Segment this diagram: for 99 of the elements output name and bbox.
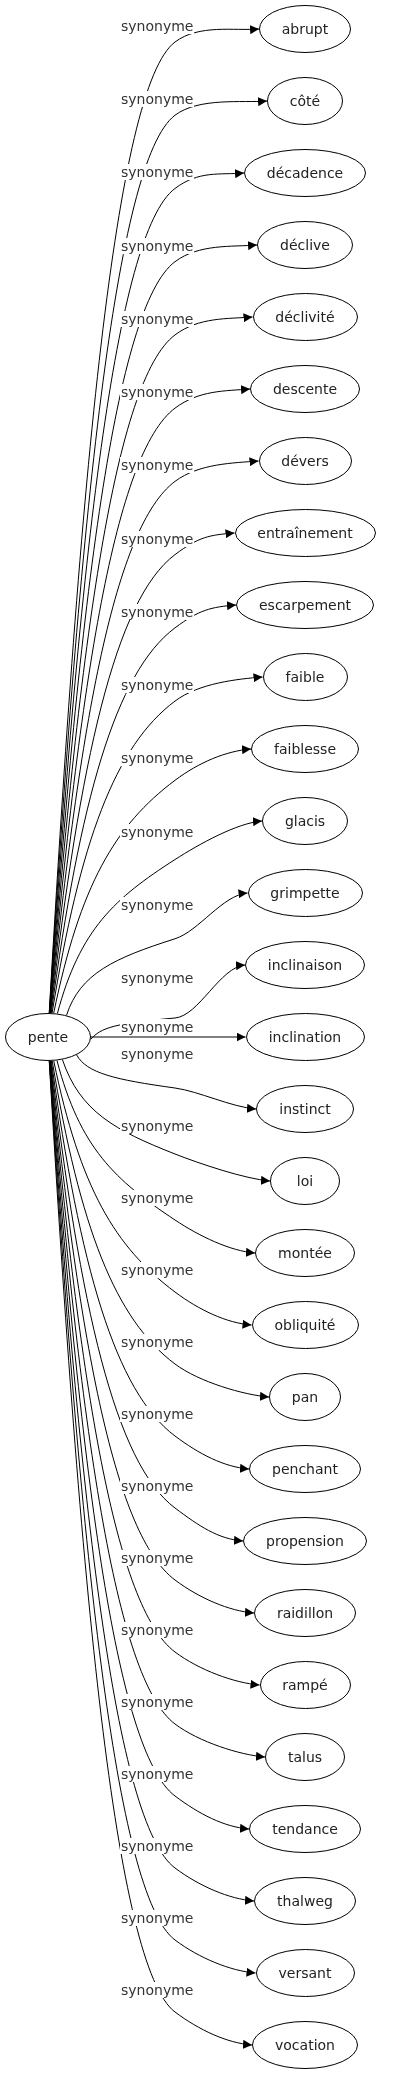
arrow bbox=[90, 1032, 246, 1042]
node-label: pan bbox=[290, 1389, 320, 1405]
node-label: escarpement bbox=[257, 597, 353, 613]
node-ellipse bbox=[252, 2021, 358, 2069]
edge-label: synonyme bbox=[120, 91, 195, 108]
arrow bbox=[50, 1060, 244, 1545]
node-label: descente bbox=[271, 381, 339, 397]
node-label: montée bbox=[277, 1245, 333, 1261]
node-label: côté bbox=[288, 93, 322, 109]
arrow bbox=[50, 601, 237, 1014]
node-ellipse bbox=[250, 365, 360, 413]
node-ellipse bbox=[259, 5, 351, 53]
arrow bbox=[51, 1060, 270, 1401]
node-ellipse bbox=[269, 1373, 341, 1421]
node-label: glacis bbox=[283, 813, 327, 829]
edge-label: synonyme bbox=[120, 237, 195, 254]
node-ellipse bbox=[254, 1589, 356, 1637]
arrow bbox=[51, 673, 263, 1014]
node-label: rampé bbox=[281, 1677, 329, 1693]
node-label: décadence bbox=[265, 165, 345, 181]
edge-label: synonyme bbox=[120, 1019, 195, 1035]
edge-label: synonyme bbox=[120, 603, 195, 620]
node-ellipse bbox=[245, 941, 365, 989]
arrow bbox=[76, 1054, 257, 1113]
node-label: déclive bbox=[279, 237, 331, 253]
edge-label: synonyme bbox=[120, 1478, 195, 1494]
node-label: thalweg bbox=[276, 1893, 334, 1909]
edge-label: synonyme bbox=[120, 1910, 195, 1926]
edge-label: synonyme bbox=[120, 310, 195, 327]
node-ellipse bbox=[244, 149, 366, 197]
arrow bbox=[53, 1060, 252, 1329]
arrow bbox=[61, 1059, 271, 1185]
node-ellipse bbox=[251, 1301, 359, 1349]
edge-label: synonyme bbox=[120, 457, 195, 474]
edge-label: synonyme bbox=[120, 823, 195, 840]
edge-label: synonyme bbox=[120, 750, 195, 767]
node-label: penchant bbox=[271, 1461, 339, 1477]
node-label: abrupt bbox=[280, 21, 330, 37]
node-ellipse bbox=[249, 1445, 361, 1493]
edge-label: synonyme bbox=[120, 1694, 195, 1710]
node-ellipse bbox=[259, 1661, 351, 1709]
edge-label: synonyme bbox=[120, 530, 195, 547]
node-ellipse bbox=[245, 1013, 365, 1061]
edge-label: synonyme bbox=[120, 677, 195, 694]
node-ellipse bbox=[262, 653, 348, 701]
node-ellipse bbox=[251, 725, 359, 773]
node-ellipse bbox=[262, 797, 348, 845]
node-label: grimpette bbox=[269, 885, 341, 901]
node-label: obliquité bbox=[273, 1317, 337, 1333]
edge-label: synonyme bbox=[120, 896, 195, 913]
node-label: loi bbox=[295, 1173, 315, 1189]
node-ellipse bbox=[267, 77, 343, 125]
node-label: pente bbox=[26, 1029, 70, 1045]
node-ellipse bbox=[270, 1157, 340, 1205]
node-ellipse bbox=[243, 1517, 367, 1565]
edge-label: synonyme bbox=[120, 384, 195, 401]
arrow bbox=[56, 817, 263, 1015]
node-label: vocation bbox=[274, 2037, 336, 2053]
node-label: versant bbox=[277, 1965, 333, 1981]
node-label: déclivité bbox=[274, 309, 336, 325]
edge-label: synonyme bbox=[120, 1550, 195, 1566]
node-label: raidillon bbox=[275, 1605, 335, 1621]
node-ellipse bbox=[249, 1805, 361, 1853]
node-label: entraînement bbox=[256, 525, 354, 541]
edge-label: synonyme bbox=[120, 1406, 195, 1422]
node-ellipse bbox=[254, 1877, 356, 1925]
node-ellipse bbox=[5, 1013, 91, 1061]
node-ellipse bbox=[257, 221, 353, 269]
node-ellipse bbox=[247, 869, 363, 917]
node-label: inclination bbox=[267, 1029, 343, 1045]
node-ellipse bbox=[252, 293, 358, 341]
node-ellipse bbox=[265, 1733, 345, 1781]
node-ellipse bbox=[236, 581, 374, 629]
node-label: propension bbox=[265, 1533, 345, 1549]
node-ellipse bbox=[256, 1085, 354, 1133]
node-label: faiblesse bbox=[273, 741, 337, 757]
node-label: dévers bbox=[280, 453, 330, 469]
node-label: faible bbox=[284, 669, 326, 685]
edge-label: synonyme bbox=[120, 1262, 195, 1278]
arrow bbox=[50, 1060, 250, 1473]
arrow bbox=[56, 1059, 256, 1257]
arrow bbox=[53, 745, 252, 1014]
edge-label: synonyme bbox=[120, 164, 195, 181]
edge-label: synonyme bbox=[120, 1190, 195, 1206]
node-label: inclinaison bbox=[266, 957, 344, 973]
node-label: instinct bbox=[278, 1101, 332, 1117]
edge-label: synonyme bbox=[120, 1334, 195, 1350]
arrow bbox=[50, 529, 235, 1014]
node-ellipse bbox=[255, 1949, 355, 1997]
node-label: talus bbox=[286, 1749, 324, 1765]
node-ellipse bbox=[255, 1229, 355, 1277]
node-label: tendance bbox=[271, 1821, 339, 1837]
arrow bbox=[66, 890, 248, 1016]
node-ellipse bbox=[234, 509, 376, 557]
node-ellipse bbox=[258, 437, 352, 485]
edge-label: synonyme bbox=[120, 1838, 195, 1854]
edge-label: synonyme bbox=[120, 1766, 195, 1782]
edge-label: synonyme bbox=[120, 1982, 195, 1998]
edge-label: synonyme bbox=[120, 1622, 195, 1638]
